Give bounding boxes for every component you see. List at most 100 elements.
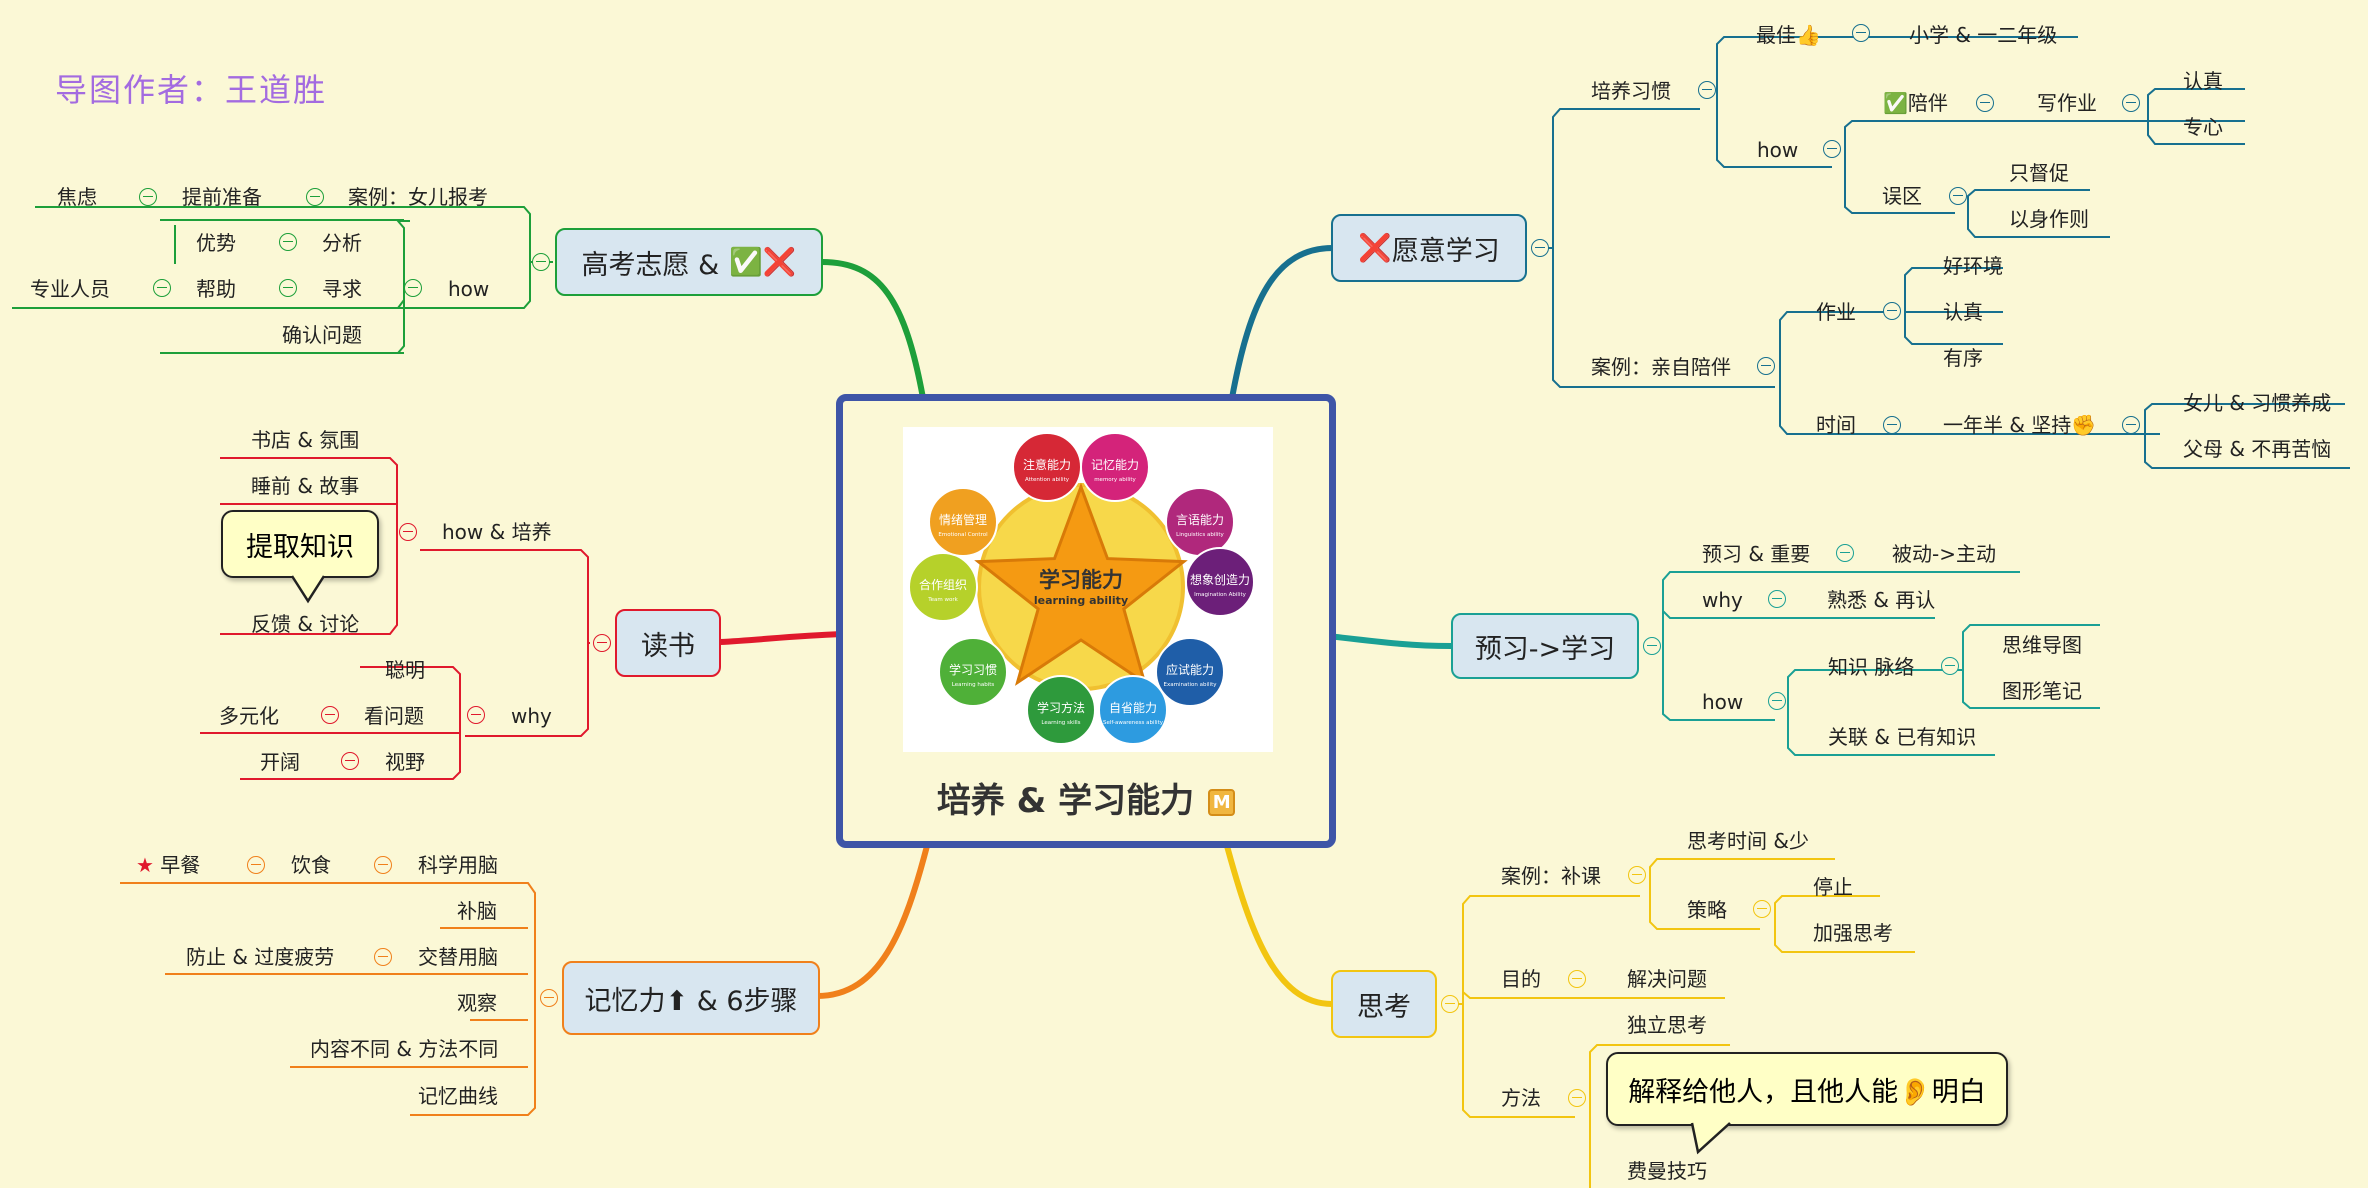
collapse-sikao-icon[interactable] xyxy=(1441,995,1459,1013)
node-shijian[interactable]: 时间 xyxy=(1816,413,1856,437)
node-peiban[interactable]: ✅陪伴 xyxy=(1883,93,1948,113)
branch-yuanyi[interactable]: ❌ 愿意学习 xyxy=(1331,214,1527,282)
collapse-how-gaokao-icon[interactable] xyxy=(404,279,422,297)
node-queren[interactable]: 确认问题 xyxy=(282,323,362,347)
node-zhishi[interactable]: 知识 脉络 xyxy=(1828,655,1915,679)
node-beidong[interactable]: 被动->主动 xyxy=(1892,542,1996,566)
node-jiaoti[interactable]: 交替用脑 xyxy=(418,945,498,969)
collapse-bangzhu-icon[interactable] xyxy=(279,279,297,297)
node-bangzhu[interactable]: 帮助 xyxy=(196,277,236,301)
node-xiezuoye[interactable]: 写作业 xyxy=(2037,91,2097,115)
node-sikao-anli[interactable]: 案例：补课 xyxy=(1501,864,1601,888)
collapse-yinshi-icon[interactable] xyxy=(374,856,392,874)
node-kaikuo[interactable]: 开阔 xyxy=(260,750,300,774)
node-guancha[interactable]: 观察 xyxy=(457,991,497,1015)
node-shudian[interactable]: 书店 & 氛围 xyxy=(251,428,360,452)
collapse-yuxi-how-icon[interactable] xyxy=(1768,692,1786,710)
collapse-zuoye-icon[interactable] xyxy=(1883,302,1901,320)
node-shiye[interactable]: 视野 xyxy=(385,750,425,774)
collapse-zhishi-icon[interactable] xyxy=(1941,657,1959,675)
branch-dushu[interactable]: 读书 xyxy=(615,609,721,677)
node-neirong[interactable]: 内容不同 & 方法不同 xyxy=(310,1037,499,1061)
node-haohuanjing[interactable]: 好环境 xyxy=(1943,254,2003,278)
node-tiqian[interactable]: 提前准备 xyxy=(182,185,262,209)
collapse-mudi-icon[interactable] xyxy=(1568,970,1586,988)
node-fenxi[interactable]: 分析 xyxy=(322,231,362,255)
node-fankui[interactable]: 反馈 & 讨论 xyxy=(251,612,360,636)
node-nver[interactable]: 女儿 & 习惯养成 xyxy=(2183,391,2332,415)
collapse-jiaolv-icon[interactable] xyxy=(139,188,157,206)
collapse-zuijia-icon[interactable] xyxy=(1852,24,1870,42)
collapse-zaocan-icon[interactable] xyxy=(247,856,265,874)
node-yuxi-why[interactable]: why xyxy=(1702,588,1743,612)
callout-feiman[interactable]: 解释给他人，且他人能👂明白 xyxy=(1606,1052,2008,1126)
node-tuxing[interactable]: 图形笔记 xyxy=(2002,679,2082,703)
collapse-yuanyi-how-icon[interactable] xyxy=(1823,140,1841,158)
collapse-wuqu-icon[interactable] xyxy=(1949,187,1967,205)
node-dushu-why[interactable]: why xyxy=(511,704,552,728)
collapse-yuxi-icon[interactable] xyxy=(1643,637,1661,655)
collapse-gaokao-icon[interactable] xyxy=(532,253,550,271)
node-mudi[interactable]: 目的 xyxy=(1501,967,1541,991)
node-renzhen[interactable]: 认真 xyxy=(2183,69,2223,93)
node-yuanyi-how[interactable]: how xyxy=(1757,138,1799,162)
node-kexue[interactable]: 科学用脑 xyxy=(418,853,498,877)
node-zhuanye[interactable]: 专业人员 xyxy=(30,277,110,301)
node-yinianban[interactable]: 一年半 & 坚持✊ xyxy=(1943,415,2096,435)
branch-sikao[interactable]: 思考 xyxy=(1331,970,1437,1038)
branch-gaokao[interactable]: 高考志愿 & ✅ ❌ xyxy=(555,228,823,296)
node-guanlian[interactable]: 关联 & 已有知识 xyxy=(1828,725,1977,749)
node-shuiqian[interactable]: 睡前 & 故事 xyxy=(251,474,360,498)
node-xunqiu[interactable]: 寻求 xyxy=(322,277,362,301)
node-zhuanxin[interactable]: 专心 xyxy=(2183,115,2223,139)
callout-tiqu[interactable]: 提取知识 xyxy=(221,510,379,578)
node-wuqu[interactable]: 误区 xyxy=(1882,184,1922,208)
node-fangfa[interactable]: 方法 xyxy=(1501,1086,1541,1110)
collapse-jiyi-icon[interactable] xyxy=(540,989,558,1007)
collapse-yuxi-why-icon[interactable] xyxy=(1768,590,1786,608)
node-gaokao-how[interactable]: how xyxy=(448,277,490,301)
collapse-dushu-why-icon[interactable] xyxy=(467,706,485,724)
node-renzhen2[interactable]: 认真 xyxy=(1943,300,1983,324)
node-youshi[interactable]: 优势 xyxy=(196,231,236,255)
node-congming[interactable]: 聪明 xyxy=(385,658,425,682)
collapse-peiban-icon[interactable] xyxy=(1976,94,1994,112)
node-peiyang[interactable]: 培养习惯 xyxy=(1591,79,1671,103)
node-quxian[interactable]: 记忆曲线 xyxy=(418,1084,498,1108)
collapse-sikao-anli-icon[interactable] xyxy=(1628,866,1646,884)
node-zaocan[interactable]: ★ 早餐 xyxy=(136,855,200,875)
collapse-xiezuoye-icon[interactable] xyxy=(2122,94,2140,112)
node-tingzhi[interactable]: 停止 xyxy=(1813,875,1853,899)
node-yuxi-zhongyao[interactable]: 预习 & 重要 xyxy=(1702,542,1811,566)
node-gaokao-anli[interactable]: 案例：女儿报考 xyxy=(348,185,488,209)
node-fumu[interactable]: 父母 & 不再苦恼 xyxy=(2183,437,2332,461)
collapse-yuxi-zhongyao-icon[interactable] xyxy=(1836,544,1854,562)
collapse-fangfa-icon[interactable] xyxy=(1568,1089,1586,1107)
node-xiaoxue[interactable]: 小学 & 一二年级 xyxy=(1909,23,2058,47)
node-duoyuan[interactable]: 多元化 xyxy=(219,704,279,728)
node-siwei[interactable]: 思维导图 xyxy=(2002,633,2082,657)
node-yishenzuoze[interactable]: 以身作则 xyxy=(2009,207,2089,231)
node-duli[interactable]: 独立思考 xyxy=(1627,1013,1707,1037)
node-yinshi[interactable]: 饮食 xyxy=(291,853,331,877)
node-zhiduchu[interactable]: 只督促 xyxy=(2009,161,2069,185)
branch-yuxi[interactable]: 预习->学习 xyxy=(1451,613,1639,679)
node-fangzhi[interactable]: 防止 & 过度疲劳 xyxy=(186,945,335,969)
collapse-duoyuan-icon[interactable] xyxy=(321,706,339,724)
node-sikaoshijian[interactable]: 思考时间 &少 xyxy=(1687,829,1809,853)
node-yuanyi-anli[interactable]: 案例：亲自陪伴 xyxy=(1591,355,1731,379)
collapse-youshi-icon[interactable] xyxy=(279,233,297,251)
collapse-fangzhi-icon[interactable] xyxy=(374,948,392,966)
collapse-kaikuo-icon[interactable] xyxy=(341,752,359,770)
collapse-zhuanye-icon[interactable] xyxy=(153,279,171,297)
node-feiman[interactable]: 费曼技巧 xyxy=(1627,1159,1707,1183)
node-kanwenti[interactable]: 看问题 xyxy=(364,704,424,728)
collapse-dushu-how-icon[interactable] xyxy=(399,523,417,541)
collapse-yuanyi-anli-icon[interactable] xyxy=(1757,357,1775,375)
node-zuoye[interactable]: 作业 xyxy=(1816,300,1856,324)
node-jiaolv[interactable]: 焦虑 xyxy=(57,185,97,209)
branch-jiyi[interactable]: 记忆力⬆ & 6步骤 xyxy=(562,961,820,1035)
collapse-shijian-icon[interactable] xyxy=(1883,416,1901,434)
collapse-celue-icon[interactable] xyxy=(1753,900,1771,918)
